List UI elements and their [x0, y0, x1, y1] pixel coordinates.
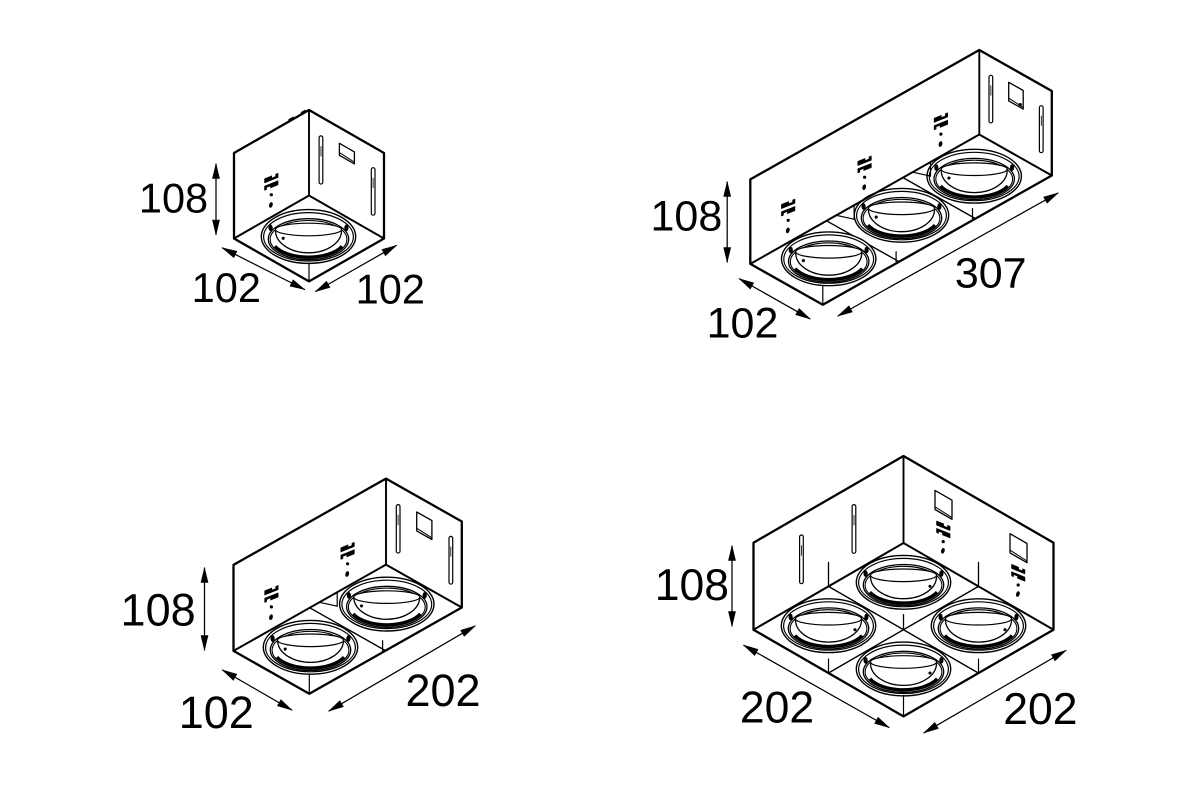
svg-text:202: 202	[740, 683, 814, 732]
svg-text:108: 108	[655, 561, 729, 610]
svg-text:202: 202	[1003, 685, 1077, 734]
svg-text:102: 102	[192, 264, 261, 311]
svg-text:102: 102	[707, 300, 779, 348]
svg-text:102: 102	[356, 265, 425, 312]
svg-text:102: 102	[179, 687, 254, 738]
svg-text:108: 108	[121, 585, 196, 636]
svg-text:108: 108	[139, 174, 208, 221]
svg-text:108: 108	[651, 192, 723, 240]
svg-text:307: 307	[955, 250, 1027, 298]
svg-text:202: 202	[405, 665, 480, 716]
